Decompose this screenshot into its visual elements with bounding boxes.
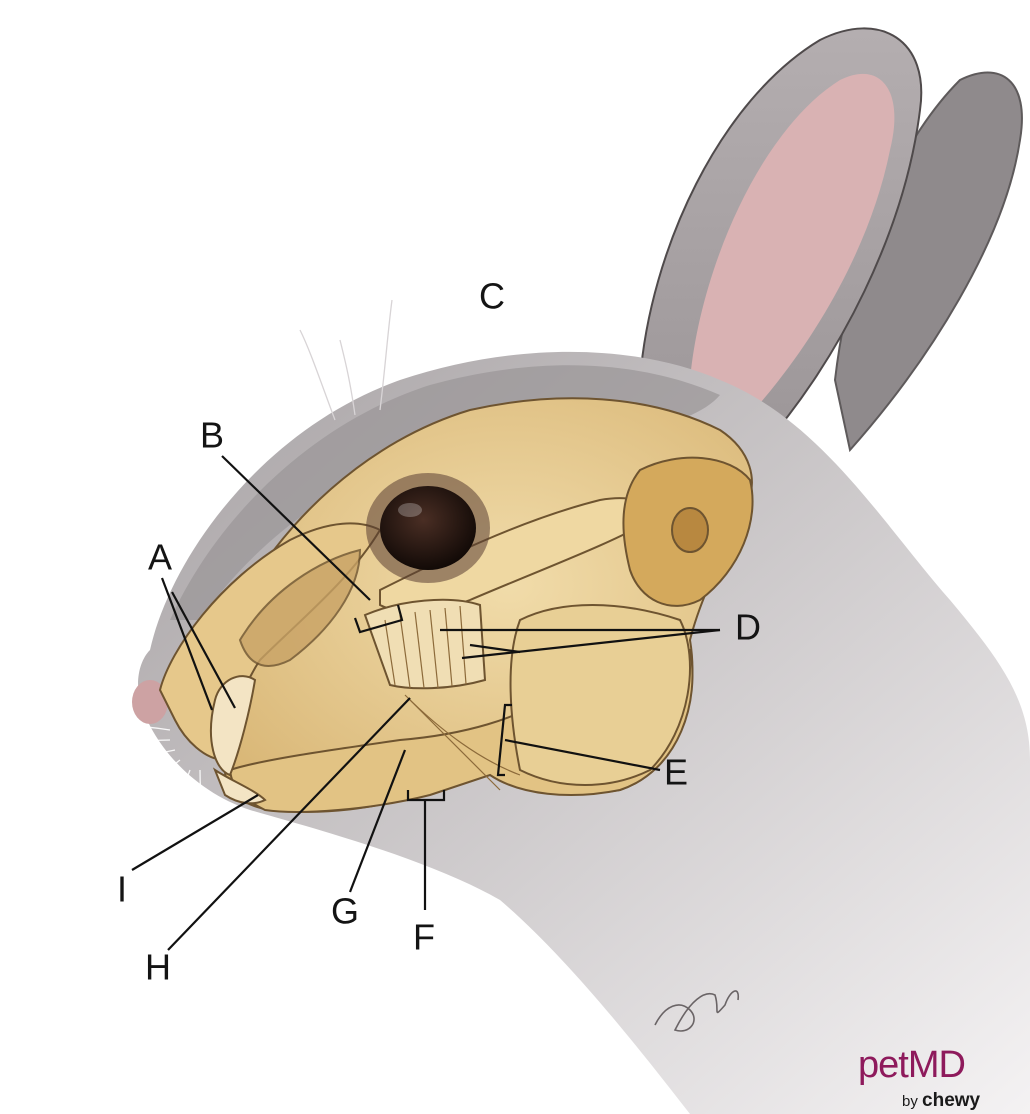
label-b: B (200, 415, 224, 456)
label-i: I (117, 869, 127, 910)
eye (380, 486, 476, 570)
petmd-logo: petMD (858, 1044, 965, 1087)
eye-highlight (398, 503, 422, 517)
ear-canal (672, 508, 708, 552)
label-e: E (664, 752, 688, 793)
skull (160, 398, 753, 812)
label-g: G (331, 891, 359, 932)
leader-line-i (132, 795, 258, 870)
label-h: H (145, 947, 171, 988)
label-a: A (148, 537, 172, 578)
byline-parent: chewy (922, 1090, 980, 1111)
label-c: C (479, 276, 505, 317)
chewy-byline: by chewy (902, 1090, 980, 1112)
label-f: F (413, 917, 435, 958)
label-d: D (735, 607, 761, 648)
byline-by: by (902, 1093, 918, 1110)
